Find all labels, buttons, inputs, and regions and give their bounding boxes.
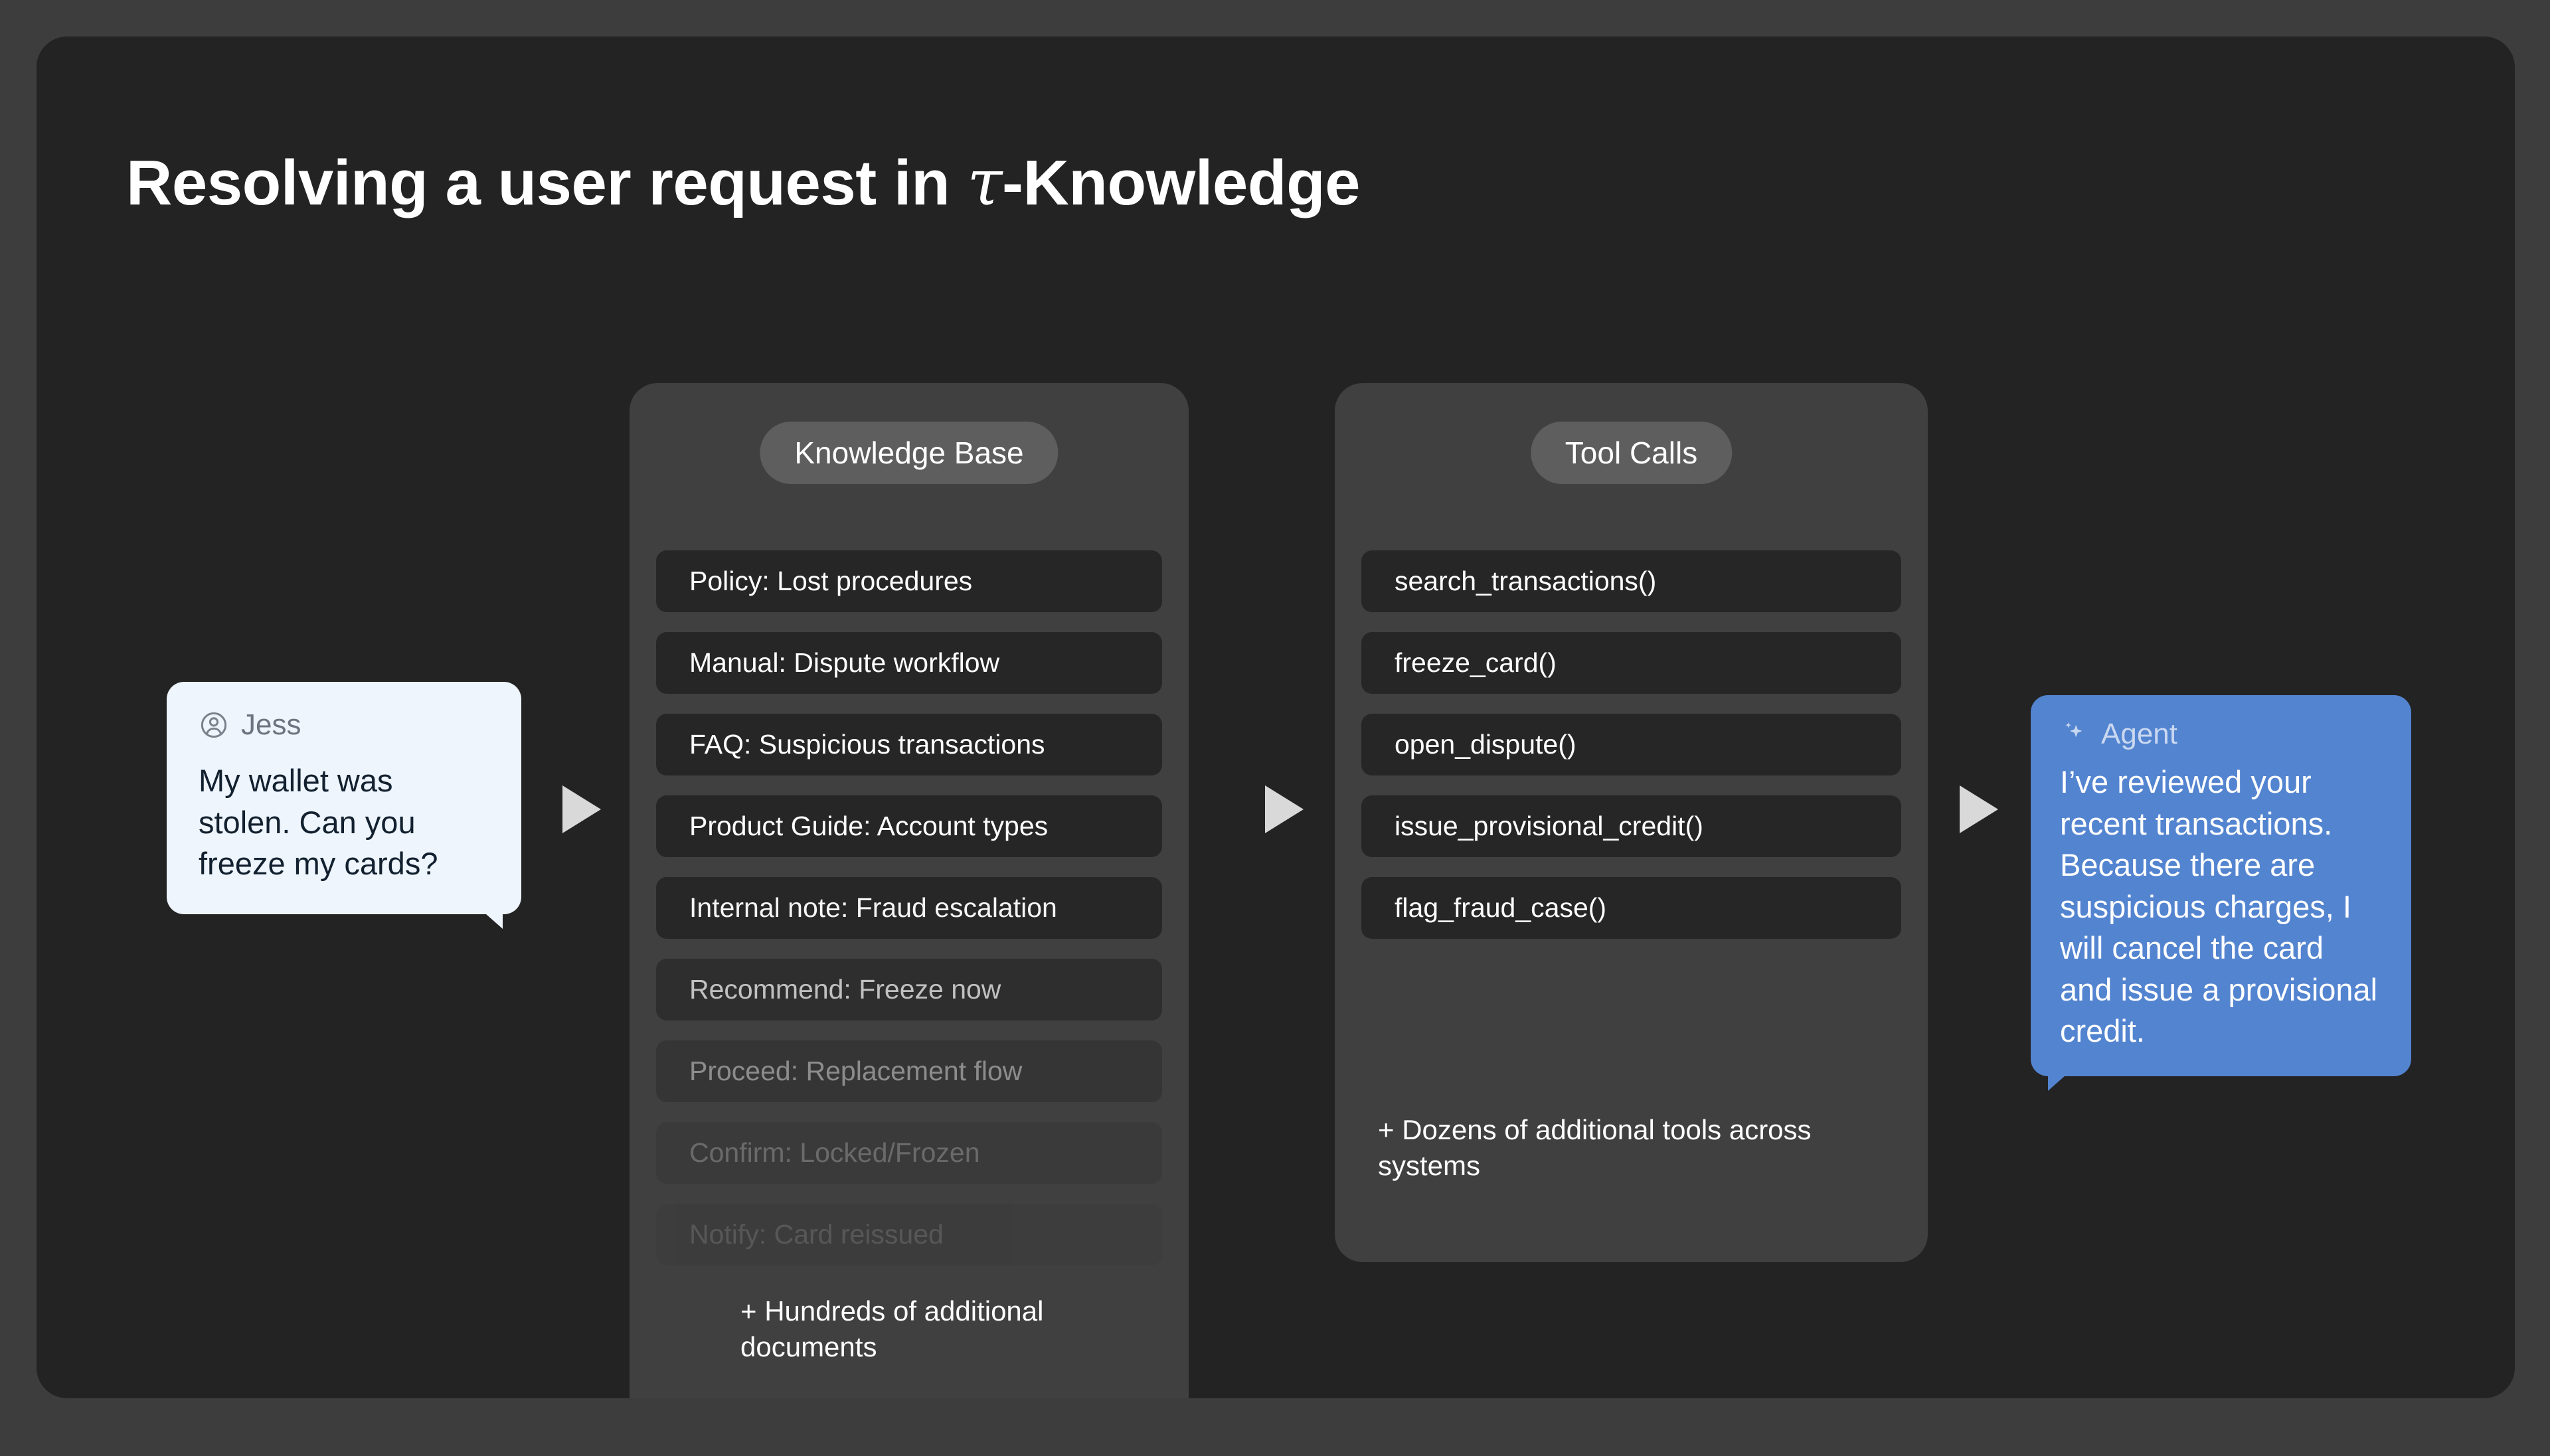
agent-message-text: I’ve reviewed your recent transactions. …	[2060, 764, 2378, 1048]
tool-call-item[interactable]: search_transactions()	[1361, 550, 1901, 612]
user-bubble-tail	[480, 908, 503, 929]
knowledge-base-item[interactable]: Recommend: Freeze now	[656, 959, 1162, 1020]
page-title-prefix: Resolving a user request in	[126, 147, 968, 219]
knowledge-base-item[interactable]: Internal note: Fraud escalation	[656, 877, 1162, 939]
knowledge-base-panel: Knowledge Base Policy: Lost procedures M…	[630, 383, 1189, 1398]
diagram-card: Resolving a user request in τ-Knowledge …	[37, 37, 2515, 1398]
tau-symbol: τ	[967, 145, 1002, 220]
knowledge-base-item[interactable]: Proceed: Replacement flow	[656, 1040, 1162, 1102]
agent-name: Agent	[2101, 718, 2177, 750]
page-title-suffix: -Knowledge	[1002, 147, 1360, 219]
knowledge-base-more-note: + Hundreds of additional documents	[740, 1295, 1044, 1362]
knowledge-base-item[interactable]: Product Guide: Account types	[656, 795, 1162, 857]
user-name: Jess	[241, 708, 301, 741]
arrow-user-to-knowledge-base	[562, 785, 601, 833]
tool-calls-panel: Tool Calls search_transactions() freeze_…	[1335, 383, 1928, 1262]
knowledge-base-item[interactable]: Confirm: Locked/Frozen	[656, 1122, 1162, 1184]
page-title: Resolving a user request in τ-Knowledge	[126, 145, 1360, 220]
agent-message-header: Agent	[2060, 718, 2382, 751]
user-message-bubble: Jess My wallet was stolen. Can you freez…	[167, 682, 521, 929]
tool-call-item[interactable]: issue_provisional_credit()	[1361, 795, 1901, 857]
user-message-header: Jess	[199, 708, 489, 742]
arrow-knowledge-base-to-tools	[1265, 785, 1304, 833]
knowledge-base-item[interactable]: Notify: Card reissued	[656, 1204, 1162, 1265]
sparkle-icon	[2060, 720, 2089, 749]
knowledge-base-item[interactable]: Policy: Lost procedures	[656, 550, 1162, 612]
agent-message-bubble: Agent I’ve reviewed your recent transact…	[2031, 695, 2411, 1091]
tool-call-item[interactable]: open_dispute()	[1361, 714, 1901, 775]
tool-call-item[interactable]: freeze_card()	[1361, 632, 1901, 694]
user-message-text: My wallet was stolen. Can you freeze my …	[199, 763, 438, 881]
arrow-tools-to-agent	[1960, 785, 1998, 833]
knowledge-base-list: Policy: Lost procedures Manual: Dispute …	[656, 550, 1162, 1285]
tool-calls-list: search_transactions() freeze_card() open…	[1361, 550, 1901, 959]
knowledge-base-item[interactable]: Manual: Dispute workflow	[656, 632, 1162, 694]
user-circle-icon	[199, 710, 229, 740]
agent-bubble-tail	[2048, 1070, 2071, 1091]
tool-calls-more-note: + Dozens of additional tools across syst…	[1378, 1114, 1812, 1181]
tool-call-item[interactable]: flag_fraud_case()	[1361, 877, 1901, 939]
knowledge-base-item[interactable]: FAQ: Suspicious transactions	[656, 714, 1162, 775]
knowledge-base-label: Knowledge Base	[760, 422, 1059, 484]
tool-calls-label: Tool Calls	[1530, 422, 1733, 484]
